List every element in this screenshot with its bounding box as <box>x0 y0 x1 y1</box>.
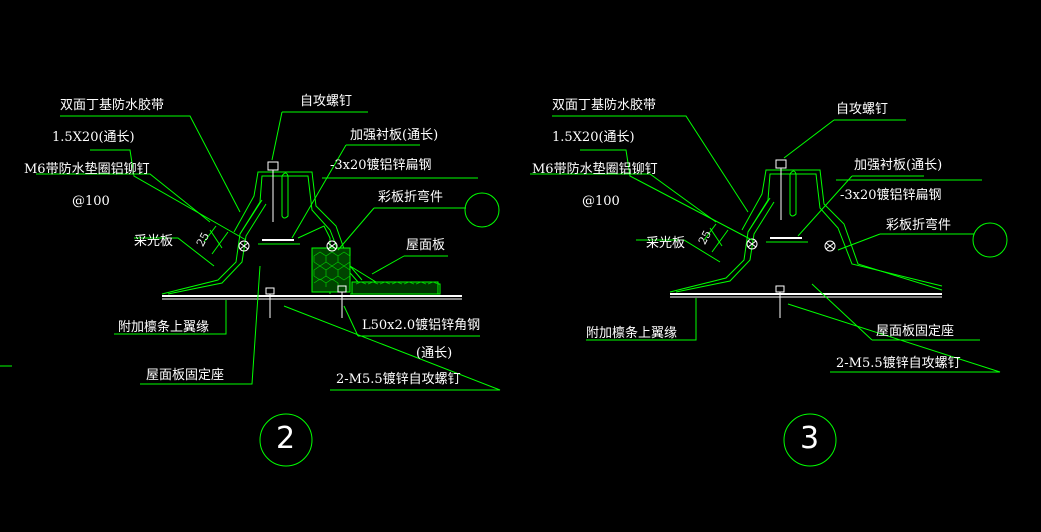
label-rivet-spacing-2: @100 <box>72 194 110 209</box>
label-screw-top-2: 自攻螺钉 <box>300 94 353 109</box>
detail-bubble-3 <box>972 222 1008 258</box>
label-liner-2: 加强衬板(通长) <box>350 128 439 143</box>
detail-number-2: 2 <box>276 421 296 456</box>
roof-panel-2 <box>311 247 351 293</box>
rivets-2 <box>238 240 338 252</box>
skylight-panel-2 <box>161 199 263 295</box>
detail-number-3: 3 <box>800 421 820 456</box>
label-screws-3: 2-M5.5镀锌自攻螺钉 <box>836 356 961 371</box>
detail-3-drawing <box>530 115 1008 467</box>
label-skylight-2: 采光板 <box>134 234 174 249</box>
label-rivet-spacing-3: @100 <box>582 194 620 209</box>
label-tape-2: 双面丁基防水胶带 <box>60 98 165 113</box>
label-skylight-3: 采光板 <box>646 236 686 251</box>
label-liner-size-3: -3x20镀铝锌扁钢 <box>840 188 942 203</box>
label-rivet-2: M6带防水垫圈铝铆钉 <box>24 162 150 177</box>
label-tape-size-2: 1.5X20(通长) <box>52 130 135 145</box>
detail-2-drawing <box>36 111 501 467</box>
label-flashing-3: 彩板折弯件 <box>886 218 952 233</box>
rivets-3 <box>746 238 836 252</box>
label-base-2: 屋面板固定座 <box>146 368 225 383</box>
bottom-screws-2 <box>265 285 347 318</box>
label-angle-note-2: (通长) <box>416 346 453 361</box>
label-purlin-2: 附加檩条上翼缘 <box>118 320 210 335</box>
top-screw-3 <box>775 159 797 220</box>
detail-bubble-2 <box>464 192 500 228</box>
detail-number-circle-2 <box>259 413 313 467</box>
label-base-3: 屋面板固定座 <box>876 324 955 339</box>
label-liner-3: 加强衬板(通长) <box>854 158 943 173</box>
label-liner-size-2: -3x20镀铝锌扁钢 <box>330 158 432 173</box>
label-flashing-2: 彩板折弯件 <box>378 190 444 205</box>
label-screws-2: 2-M5.5镀锌自攻螺钉 <box>336 372 461 387</box>
top-screw-2 <box>267 161 289 222</box>
label-tape-3: 双面丁基防水胶带 <box>552 98 657 113</box>
label-purlin-3: 附加檩条上翼缘 <box>586 326 678 341</box>
label-roof-panel-2: 屋面板 <box>406 238 446 253</box>
label-rivet-3: M6带防水垫圈铝铆钉 <box>532 162 658 177</box>
label-angle-2: L50x2.0镀铝锌角钢 <box>362 318 481 333</box>
bottom-screw-3 <box>775 285 785 318</box>
cap-profile-3 <box>741 169 943 291</box>
label-tape-size-3: 1.5X20(通长) <box>552 130 635 145</box>
label-screw-top-3: 自攻螺钉 <box>836 102 889 117</box>
detail-number-circle-3 <box>783 413 837 467</box>
